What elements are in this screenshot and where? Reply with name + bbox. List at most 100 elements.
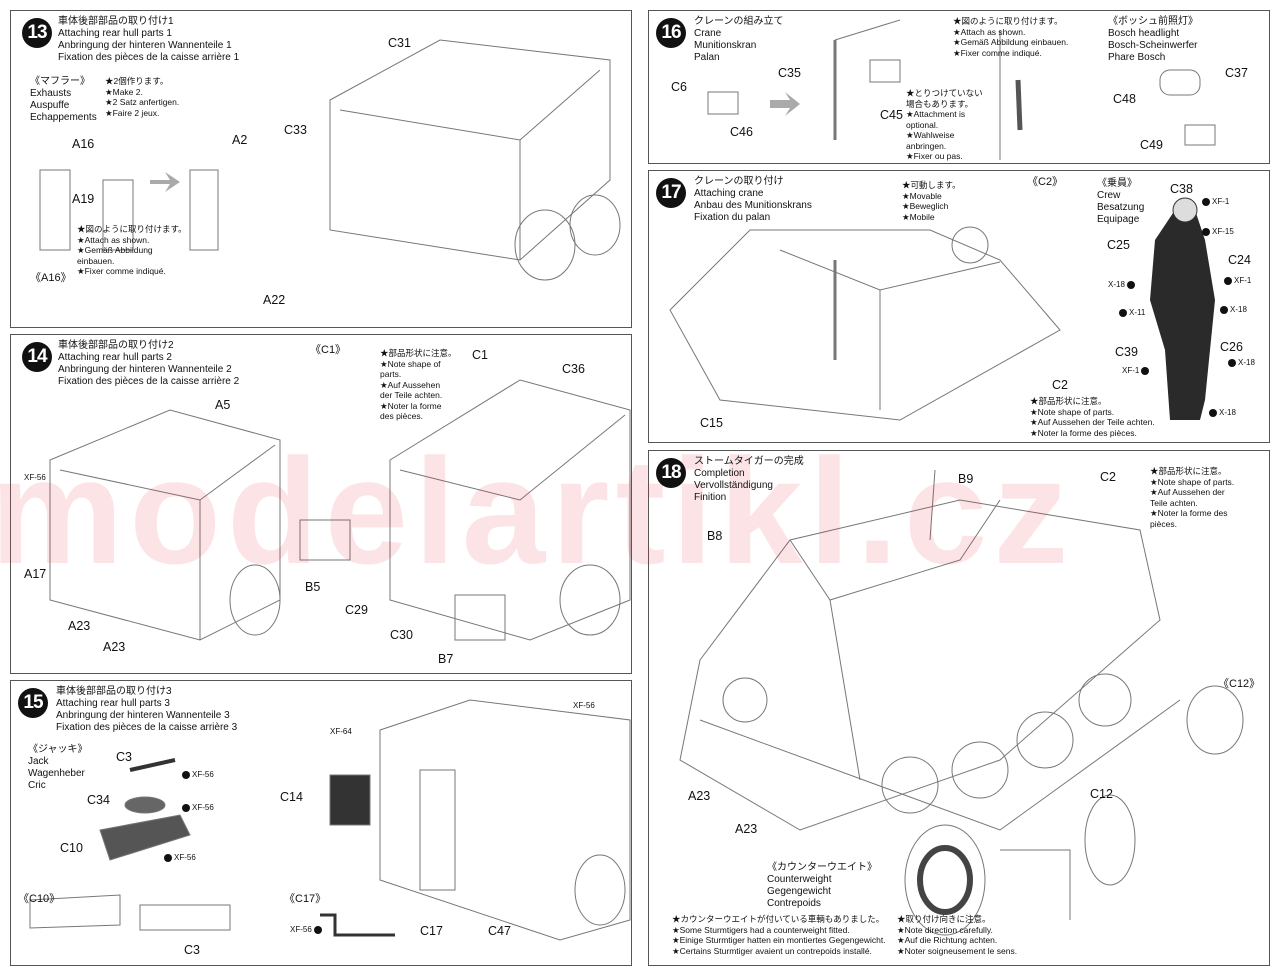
color-code: X-18	[1207, 408, 1236, 417]
color-code: XF-56	[162, 853, 196, 862]
part-label: A22	[263, 293, 286, 307]
part-label: C29	[345, 603, 368, 617]
part-label: B8	[707, 529, 723, 543]
step-18-badge: 18	[656, 458, 686, 488]
step-16-badge: 16	[656, 18, 686, 48]
part-label: C31	[388, 36, 411, 50]
part-label: C2	[1100, 470, 1116, 484]
part-label: A23	[688, 789, 711, 803]
note-shape-of-parts: ★部品形状に注意。★Note shape of parts.★Auf Ausse…	[1150, 466, 1235, 529]
color-code: XF-56	[290, 925, 324, 934]
crane-drawing	[707, 19, 1216, 160]
movable-note: ★可動します。★Movable★Beweglich★Mobile	[902, 180, 961, 222]
part-label: C15	[700, 416, 723, 430]
rear-hull-drawing-14b	[299, 379, 631, 641]
attach-as-shown-note: ★図のように取り付けます。★Attach as shown.★Gemäß Abb…	[953, 16, 1069, 58]
note-direction: ★取り付け向きに注意。★Note direction carefully.★Au…	[897, 914, 1018, 956]
c10-detail-label: 《C10》	[18, 893, 61, 905]
step-15-badge: 15	[18, 688, 48, 718]
counterweight-note: ★カウンターウエイトが付いている車輌もありました。★Some Sturmtige…	[672, 914, 886, 956]
part-label: C3	[116, 750, 132, 764]
part-label: C14	[280, 790, 303, 804]
color-code: X-18	[1108, 280, 1137, 289]
part-label: A23	[103, 640, 126, 654]
color-code: XF-1	[1122, 366, 1151, 375]
make-two-note: ★2個作ります。★Make 2.★2 Satz anfertigen.★Fair…	[105, 76, 180, 118]
a16-detail-label: 《A16》	[30, 272, 72, 284]
color-code: XF-15	[1200, 227, 1234, 236]
part-label: A19	[72, 192, 95, 206]
part-label: A2	[232, 133, 248, 147]
part-label: C25	[1107, 238, 1130, 252]
part-label: C47	[488, 924, 511, 938]
part-label: C39	[1115, 345, 1138, 359]
part-label: C30	[390, 628, 413, 642]
crane-hull-drawing	[669, 226, 1061, 421]
color-code: XF-56	[180, 770, 214, 779]
part-label: C35	[778, 66, 801, 80]
part-label: C3	[184, 943, 200, 957]
part-label: C48	[1113, 92, 1136, 106]
part-label: C46	[730, 125, 753, 139]
part-label: C12	[1090, 787, 1113, 801]
counterweight-drawing	[904, 685, 1244, 936]
part-label: C24	[1228, 253, 1251, 267]
part-label: B7	[438, 652, 454, 666]
part-label: C1	[472, 348, 488, 362]
crew-figure	[1150, 197, 1215, 420]
part-label: C45	[880, 108, 903, 122]
c12-detail-label: 《C12》	[1218, 678, 1261, 690]
rear-hull-drawing-15	[329, 699, 631, 941]
color-code: XF-1	[1200, 197, 1229, 206]
part-label: B9	[958, 472, 974, 486]
part-label: C6	[671, 80, 687, 94]
part-label: C26	[1220, 340, 1243, 354]
color-code: XF-56	[573, 701, 595, 710]
part-label: B5	[305, 580, 321, 594]
color-code: X-18	[1226, 358, 1255, 367]
color-code: XF-56	[24, 473, 46, 482]
exhaust-drawing	[39, 169, 219, 251]
step-15-panel	[10, 680, 632, 966]
part-label: C33	[284, 123, 307, 137]
color-code: X-11	[1117, 308, 1145, 317]
c17-detail-label: 《C17》	[284, 893, 327, 905]
rear-hull-drawing-13	[329, 39, 621, 281]
step-16-panel	[648, 10, 1270, 164]
part-label: A16	[72, 137, 95, 151]
part-label: C34	[87, 793, 110, 807]
part-label: C36	[562, 362, 585, 376]
part-label: C38	[1170, 182, 1193, 196]
note-shape-of-parts: ★部品形状に注意。★Note shape of parts.★Auf Ausse…	[1030, 396, 1155, 438]
c1-detail-label: 《C1》	[310, 344, 347, 356]
color-code: X-18	[1218, 305, 1247, 314]
color-code: XF-64	[330, 727, 352, 736]
jack-drawing	[29, 758, 395, 937]
c2-detail-label: 《C2》	[1027, 176, 1064, 188]
step-18-panel	[648, 450, 1270, 966]
part-label: A17	[24, 567, 47, 581]
part-label: A5	[215, 398, 231, 412]
step-13-panel	[10, 10, 632, 328]
part-label: C37	[1225, 66, 1248, 80]
color-code: XF-1	[1222, 276, 1251, 285]
part-label: C2	[1052, 378, 1068, 392]
step-17-badge: 17	[656, 178, 686, 208]
attach-as-shown-note: ★図のように取り付けます。★Attach as shown.★Gemäß Abb…	[77, 224, 187, 276]
part-label: A23	[68, 619, 91, 633]
part-label: C10	[60, 841, 83, 855]
color-code: XF-56	[180, 803, 214, 812]
